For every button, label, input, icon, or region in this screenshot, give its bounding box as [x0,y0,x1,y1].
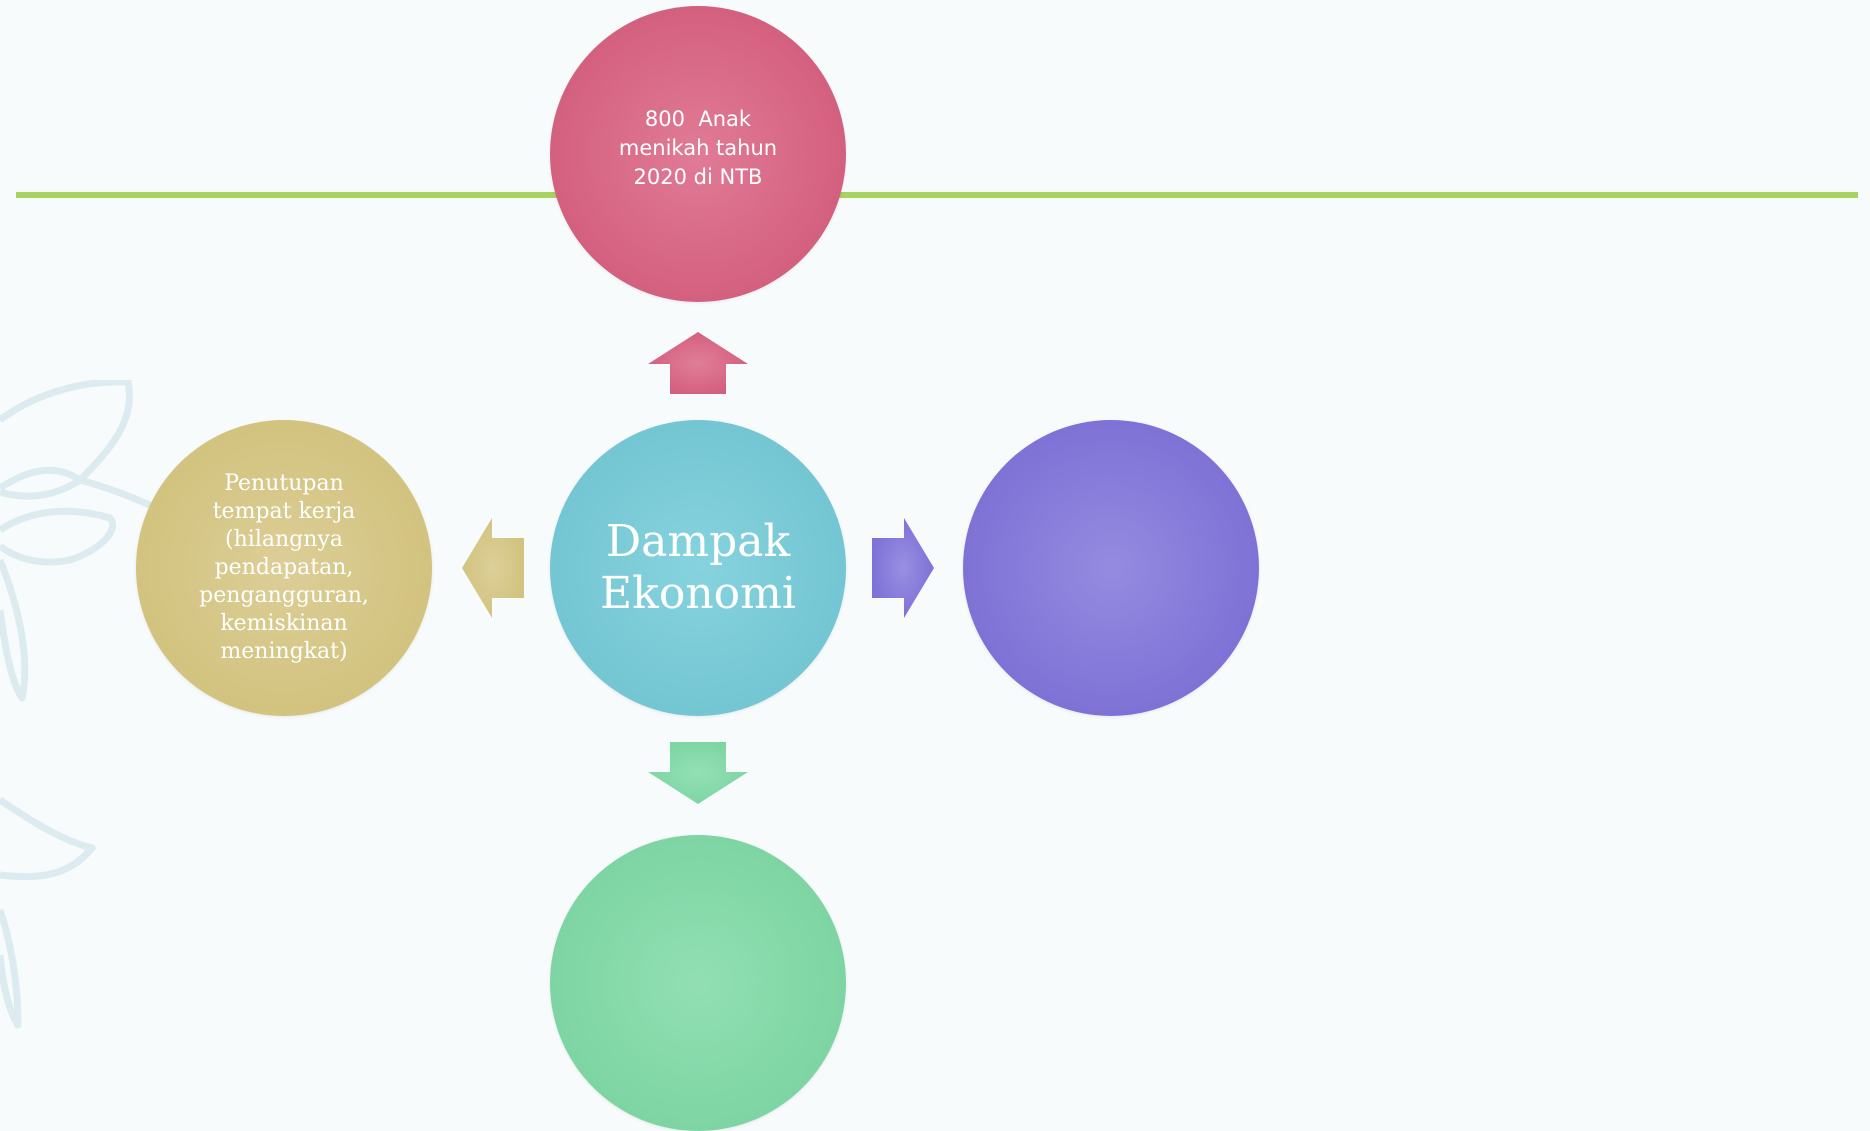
node-top-child-marriage: 800 Anak menikah tahun 2020 di NTB [550,6,846,302]
leaf-decoration-icon [0,380,160,1029]
node-left-line: tempat kerja [212,499,356,524]
node-top-label: 800 Anak menikah tahun 2020 di NTB [619,105,777,192]
node-bottom-empty [550,835,846,1131]
node-left-line: (hilangnya [225,527,343,552]
node-top-line: 800 Anak [644,106,752,131]
arrow-left-icon [462,518,524,618]
node-center-label: Dampak Ekonomi [600,516,796,619]
node-left-line: kemiskinan [220,611,348,636]
node-top-line: 2020 di NTB [633,164,763,189]
node-top-line: menikah tahun [618,135,778,160]
node-left-line: pengangguran, [199,583,369,608]
arrow-down-icon [648,742,748,804]
arrow-right-icon [872,518,934,618]
node-left-label: Penutupan tempat kerja (hilangnya pendap… [199,470,369,666]
node-center-economic-impact: Dampak Ekonomi [550,420,846,716]
node-left-line: meningkat) [220,639,348,664]
arrow-up-icon [648,332,748,394]
node-left-line: Penutupan [224,471,344,496]
accent-line [16,192,1858,198]
node-right-empty [963,420,1259,716]
node-left-line: pendapatan, [214,555,354,580]
node-left-workplace-closure: Penutupan tempat kerja (hilangnya pendap… [136,420,432,716]
